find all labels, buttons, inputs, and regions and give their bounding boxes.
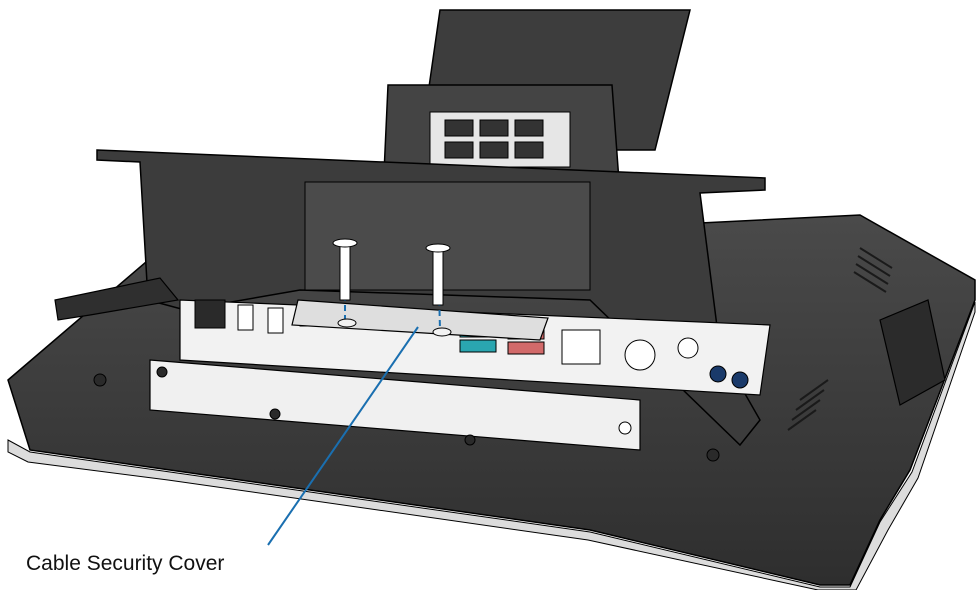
cover-cutout [304, 181, 591, 291]
screw-icon [706, 448, 720, 462]
callout-label: Cable Security Cover [26, 552, 225, 575]
mounting-bracket [149, 359, 641, 451]
screw-icon [464, 434, 476, 446]
hinge-mechanism [444, 119, 544, 159]
screw-icon [332, 238, 358, 328]
usb-port-icon [507, 341, 545, 355]
callout-leader-line [267, 326, 419, 546]
usb-port-icon [237, 304, 254, 331]
screw-icon [156, 366, 168, 378]
cable-security-cover [291, 299, 549, 341]
vent-grille [787, 247, 893, 431]
screw-icon [93, 373, 107, 387]
left-hinge-arm [54, 277, 180, 321]
ethernet-port-icon [561, 329, 601, 365]
knob-icon [731, 371, 749, 389]
side-latch [879, 299, 946, 406]
power-port-icon [624, 339, 656, 371]
power-port-icon [677, 337, 699, 359]
knob-icon [709, 365, 727, 383]
screw-icon [425, 243, 452, 337]
power-port-icon [194, 299, 226, 329]
usb-port-icon [267, 307, 284, 334]
monitor-bezel-edge [7, 301, 976, 590]
usb-port-icon [459, 339, 497, 353]
screw-icon [269, 408, 281, 420]
screw-icon [618, 421, 632, 435]
